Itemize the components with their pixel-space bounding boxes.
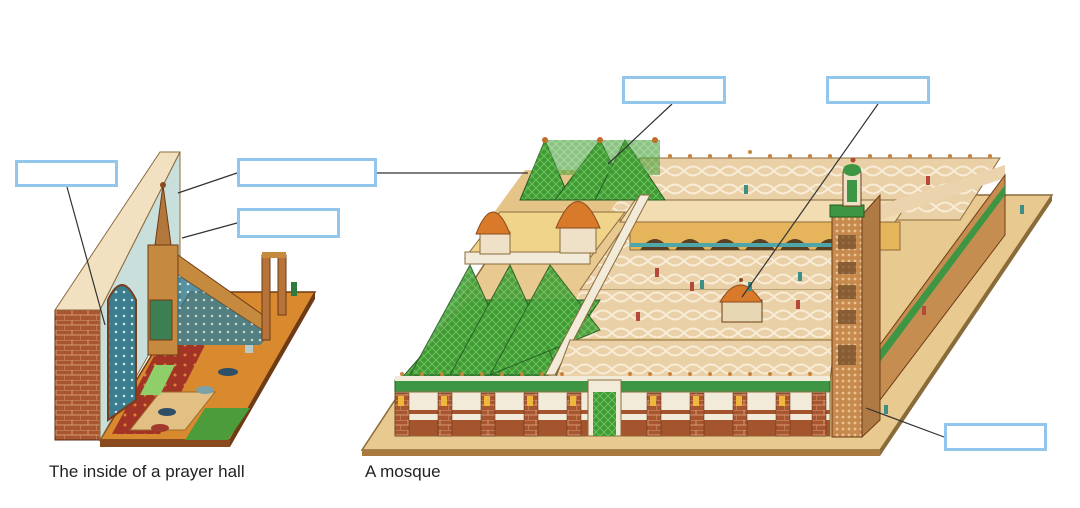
mosque-illustration <box>360 137 1054 456</box>
label-box-qibla-wall[interactable] <box>237 158 377 187</box>
label-box-minaret[interactable] <box>944 423 1047 451</box>
leader-line-box-6 <box>865 407 945 438</box>
label-box-mihrab[interactable] <box>15 160 118 187</box>
label-box-prayer-hall-roof[interactable] <box>622 76 726 104</box>
prayer-hall-illustration <box>54 151 317 447</box>
leader-line-box-2-left <box>177 172 238 194</box>
leader-line-box-3 <box>181 222 238 239</box>
label-box-ablution-fountain[interactable] <box>826 76 930 104</box>
caption-prayer-hall: The inside of a prayer hall <box>49 462 245 481</box>
leader-lines <box>66 103 945 438</box>
label-box-minbar[interactable] <box>237 208 340 238</box>
leader-line-box-4 <box>607 103 673 165</box>
leader-line-box-5 <box>741 103 879 298</box>
leader-line-box-1 <box>66 186 106 326</box>
caption-mosque: A mosque <box>365 462 441 481</box>
